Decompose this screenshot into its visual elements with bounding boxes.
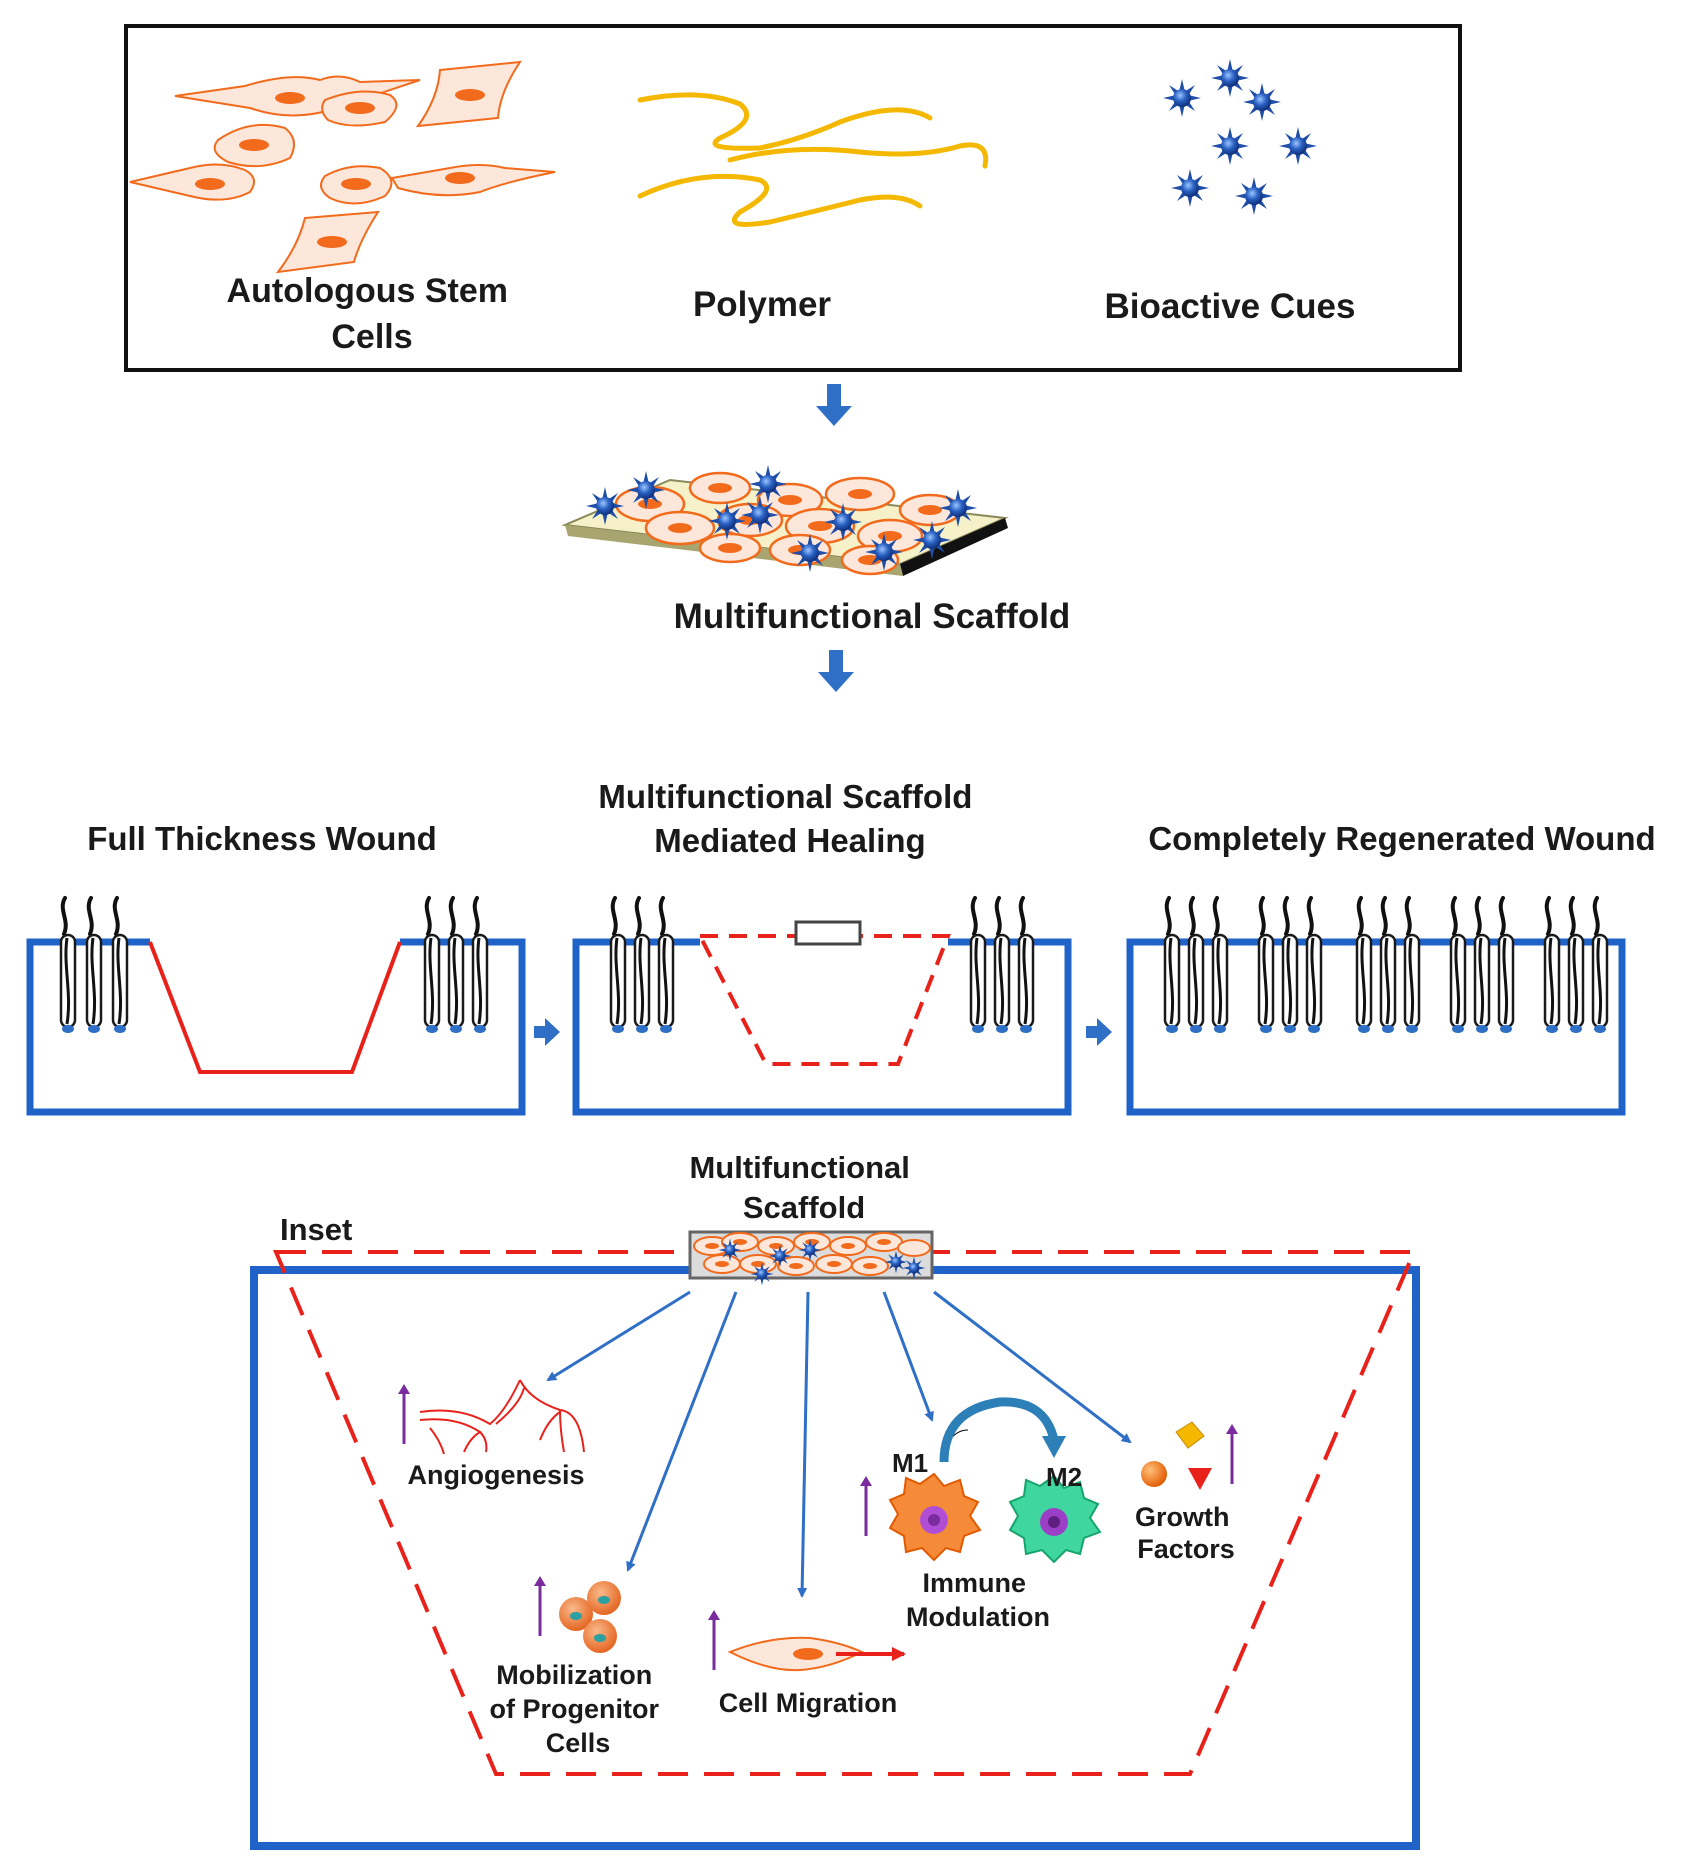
- regenerated-wound-label: Completely Regenerated Wound: [1148, 820, 1655, 857]
- bioactive-cues-label: Bioactive Cues: [1105, 287, 1356, 326]
- regenerated-wound-panel: [1126, 896, 1626, 1116]
- stem-cells-label: Autologous Stem Cells: [227, 272, 518, 356]
- inset-scaffold-label: Multifunctional Scaffold: [689, 1150, 918, 1225]
- full-thickness-wound-label: Full Thickness Wound: [87, 820, 437, 857]
- growth-factors-label: Growth Factors: [1135, 1502, 1237, 1564]
- mobilization-label: Mobilization of Progenitor Cells: [489, 1660, 666, 1758]
- immune-modulation-illustration: [858, 1397, 1102, 1564]
- inset-label: Inset: [280, 1212, 352, 1247]
- m2-label: M2: [1046, 1462, 1082, 1492]
- right-arrow-icon: [1086, 1018, 1112, 1046]
- angiogenesis-label: Angiogenesis: [407, 1460, 584, 1490]
- progenitor-cells-illustration: [532, 1574, 621, 1653]
- growth-factors-illustration: [1141, 1421, 1240, 1490]
- inset-effect-arrows: [546, 1290, 1132, 1598]
- scaffold-healing-panel: [572, 896, 1072, 1116]
- inset-panel: [250, 1250, 1420, 1850]
- scaffold-mediated-healing-label: Multifunctional Scaffold Mediated Healin…: [598, 778, 981, 859]
- down-arrow-icon: [816, 384, 852, 426]
- stem-cells-illustration: [129, 60, 556, 274]
- m1-label: M1: [892, 1448, 928, 1478]
- angiogenesis-illustration: [396, 1379, 585, 1455]
- inset-scaffold-illustration: [688, 1230, 934, 1286]
- right-arrow-icon: [534, 1018, 560, 1046]
- down-arrow-icon: [818, 650, 854, 692]
- polymer-label: Polymer: [693, 285, 831, 324]
- cell-migration-label: Cell Migration: [719, 1688, 898, 1718]
- full-thickness-wound-panel: [26, 896, 526, 1116]
- immune-modulation-label: Immune Modulation: [906, 1568, 1050, 1632]
- scaffold-label: Multifunctional Scaffold: [674, 597, 1071, 636]
- multifunctional-scaffold-illustration: [561, 465, 1009, 576]
- polymer-illustration: [637, 92, 989, 227]
- cell-migration-illustration: [706, 1608, 906, 1672]
